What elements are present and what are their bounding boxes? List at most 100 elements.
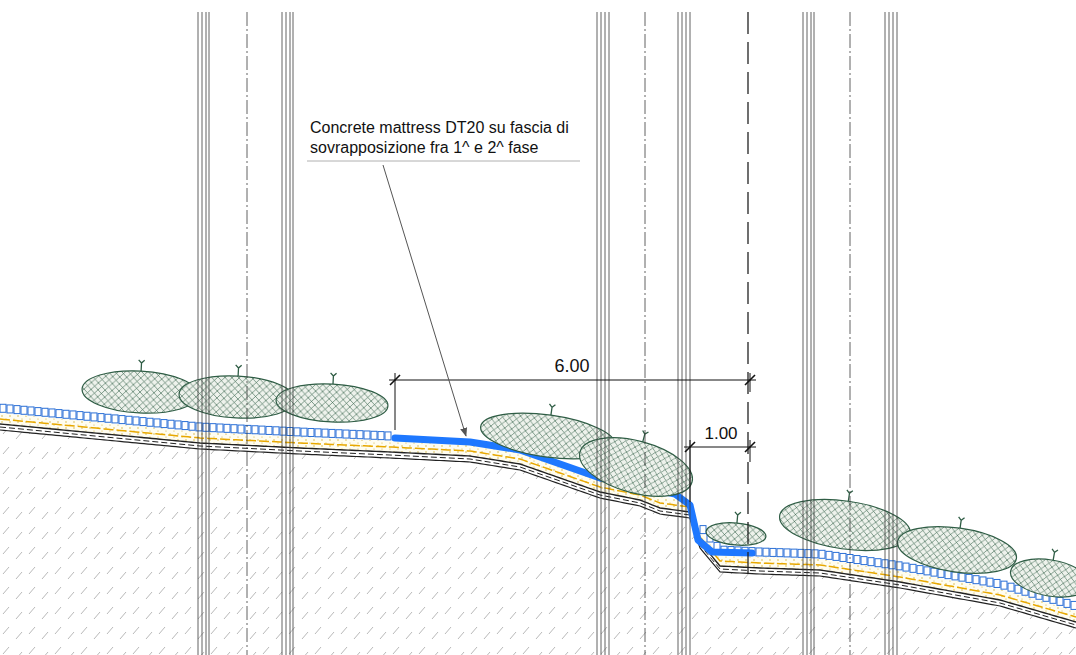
mattress-block [770, 548, 776, 556]
mattress-block [1071, 601, 1076, 609]
pile-centerline [247, 12, 248, 655]
seabed-line [0, 430, 1076, 628]
mattress-block [868, 558, 874, 566]
mattress-block [350, 430, 356, 438]
mattress-block [777, 549, 783, 557]
mattress-block [924, 567, 930, 575]
rock-gabion [81, 357, 200, 416]
mattress-block [42, 408, 48, 416]
mattress-block [1001, 581, 1007, 589]
mattress-block [903, 563, 909, 571]
mattress-block [952, 572, 958, 580]
gabion-lifting-point [734, 512, 741, 523]
mattress-block [112, 415, 118, 423]
pile-edge [290, 12, 291, 655]
dimension-tick [390, 375, 400, 385]
pile-edge [682, 12, 683, 655]
mattress-block [875, 559, 881, 567]
rock-gabion [1007, 542, 1076, 602]
note-underline [307, 161, 580, 162]
mattress-block [343, 430, 349, 438]
mattress-block [329, 429, 335, 437]
pile-edge [198, 12, 199, 655]
mattress-block [917, 566, 923, 574]
mattress-block [966, 574, 972, 582]
mattress-block [49, 409, 55, 417]
mattress-block [0, 404, 6, 412]
mattress-block [105, 414, 111, 422]
pile-edge [206, 12, 207, 655]
mattress-block [154, 419, 160, 427]
dimension-tick [745, 375, 755, 385]
mattress-block [938, 569, 944, 577]
mattress-block [889, 561, 895, 569]
mattress-block [70, 411, 76, 419]
mattress-block [84, 412, 90, 420]
mattress-block [245, 425, 251, 433]
pile-edge [286, 12, 287, 655]
mattress-block [308, 428, 314, 436]
pile-edge [293, 12, 294, 655]
mattress-block [91, 413, 97, 421]
mattress-block [231, 425, 237, 433]
mattress-block [861, 557, 867, 565]
rock-gabion [895, 509, 1021, 580]
extension-line [690, 440, 691, 502]
mattress-block [224, 424, 230, 432]
mattress-block [910, 564, 916, 572]
gabion-lifting-point [957, 517, 964, 529]
mattress-block [196, 423, 202, 431]
mattress-block [854, 556, 860, 564]
rock-gabion [178, 362, 297, 421]
pile-edge [807, 12, 808, 655]
mattress-block [784, 549, 790, 557]
gabion-lifting-point [845, 490, 852, 502]
mattress-block [812, 550, 818, 558]
pile-centerline [850, 12, 851, 655]
pile-edge [678, 12, 679, 655]
note-text: Concrete mattress DT20 su fascia di sovr… [310, 118, 575, 158]
pile-centerline [645, 12, 646, 655]
mattress-block [931, 568, 937, 576]
mattress-block [126, 416, 132, 424]
gabion-group [81, 357, 1076, 603]
mattress-group [0, 404, 1076, 609]
pile-group [198, 12, 897, 655]
pile-edge [605, 12, 606, 655]
dimension-line [389, 380, 756, 381]
phase-boundary-line [747, 12, 748, 582]
mattress-block [959, 573, 965, 581]
pile-edge [609, 12, 610, 655]
mattress-block [189, 422, 195, 430]
gabion-body [895, 520, 1020, 580]
mattress-block [238, 425, 244, 433]
mattress-block [217, 424, 223, 432]
mattress-block [252, 426, 258, 434]
mattress-block [147, 418, 153, 426]
gabion-lifting-point [235, 365, 242, 376]
mattress-block [819, 550, 825, 558]
mattress-block [973, 576, 979, 584]
gabion-lifting-point [640, 430, 649, 442]
mattress-block [336, 430, 342, 438]
gabion-body [573, 427, 699, 507]
mattress-block [945, 571, 951, 579]
mattress-block [161, 420, 167, 428]
gabion-body [705, 520, 767, 547]
pile-edge [597, 12, 598, 655]
rock-gabion [275, 370, 389, 425]
gabion-body [1007, 553, 1076, 602]
mattress-block [119, 416, 125, 424]
mattress-block [756, 548, 762, 556]
pile-edge [690, 12, 691, 655]
seabed-line [0, 427, 1076, 625]
mattress-block [763, 548, 769, 556]
pile-edge [814, 12, 815, 655]
extension-line [750, 440, 751, 462]
mattress-block [56, 410, 62, 418]
gabion-lifting-point [548, 404, 555, 416]
mattress-block [182, 422, 188, 430]
mattress-block [987, 578, 993, 586]
